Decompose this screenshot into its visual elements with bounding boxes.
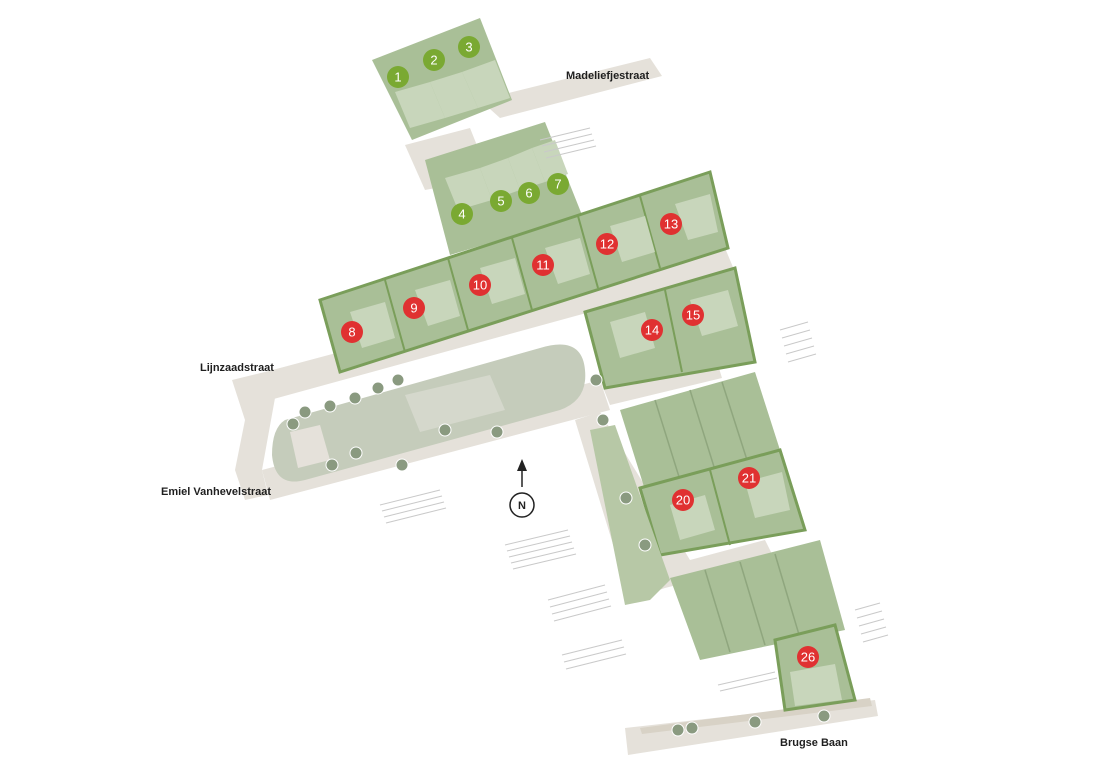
lot-badges: 1 2 3 4 5 6 7 8 9 10 11 12 13 14 15 xyxy=(341,36,819,668)
house-lot-4 xyxy=(445,168,492,210)
lot-11-badge[interactable]: 11 xyxy=(532,254,554,276)
tree-icon xyxy=(748,715,762,729)
lot-21-badge[interactable]: 21 xyxy=(738,467,760,489)
park-parking xyxy=(290,425,330,468)
lot-14-badge[interactable]: 14 xyxy=(641,319,663,341)
tree-icon xyxy=(589,373,603,387)
hatch-se xyxy=(854,602,889,643)
neighbour-buildings xyxy=(379,127,889,692)
lot-20-badge[interactable]: 20 xyxy=(672,489,694,511)
svg-text:14: 14 xyxy=(645,323,659,338)
hatch-s2 xyxy=(561,639,627,670)
road-madeliefjestraat xyxy=(480,58,662,118)
house-lot-7 xyxy=(532,140,568,182)
compass-circle xyxy=(509,492,535,518)
road-lijnzaadstraat xyxy=(232,372,275,500)
house-lot-2 xyxy=(430,72,478,118)
tree-icon xyxy=(671,723,685,737)
house-lot-26 xyxy=(790,664,842,706)
street-label-madeliefjestraat: Madeliefjestraat xyxy=(566,70,650,82)
hatch-e xyxy=(779,321,817,363)
tree-icon xyxy=(325,458,339,472)
compass-label: N xyxy=(518,500,526,512)
lot-10-badge[interactable]: 10 xyxy=(469,274,491,296)
lot-6-badge[interactable]: 6 xyxy=(518,182,540,204)
lot-7-badge[interactable]: 7 xyxy=(547,173,569,195)
hatch-bottom xyxy=(717,671,778,692)
lot-26-badge[interactable]: 26 xyxy=(797,646,819,668)
road-main xyxy=(265,248,735,400)
tree-icon xyxy=(817,709,831,723)
lot-12-badge[interactable]: 12 xyxy=(596,233,618,255)
park-plaza xyxy=(405,375,505,432)
lot-4-badge[interactable]: 4 xyxy=(451,203,473,225)
tree-icon xyxy=(619,491,633,505)
tree-icon xyxy=(685,721,699,735)
north-arrow-icon xyxy=(517,459,527,471)
tree-icon xyxy=(298,405,312,419)
lot-9-badge[interactable]: 9 xyxy=(403,297,425,319)
svg-text:2: 2 xyxy=(430,53,437,68)
tree-icon xyxy=(349,446,363,460)
trees xyxy=(286,373,831,737)
house-lot-10 xyxy=(480,258,525,304)
tree-icon xyxy=(323,399,337,413)
lot-2-badge[interactable]: 2 xyxy=(423,49,445,71)
hatch-sw1 xyxy=(379,489,447,524)
svg-text:4: 4 xyxy=(458,207,465,222)
house-lot-12 xyxy=(610,216,655,262)
tree-icon xyxy=(596,413,610,427)
tree-icon xyxy=(348,391,362,405)
tree-icon xyxy=(490,425,504,439)
house-lot-13 xyxy=(675,194,718,240)
house-lot-6 xyxy=(508,148,545,190)
hatch-sw2 xyxy=(504,529,577,570)
tree-icon xyxy=(438,423,452,437)
lot-13-badge[interactable]: 13 xyxy=(660,213,682,235)
svg-text:8: 8 xyxy=(348,325,355,340)
hatch-ne xyxy=(539,127,597,159)
lot-5-badge[interactable]: 5 xyxy=(490,190,512,212)
tree-icon xyxy=(638,538,652,552)
street-label-lijnzaadstraat: Lijnzaadstraat xyxy=(200,362,274,374)
house-lot-5 xyxy=(480,158,520,200)
lot-15-badge[interactable]: 15 xyxy=(682,304,704,326)
house-lot-9 xyxy=(415,280,460,326)
lot-3-badge[interactable]: 3 xyxy=(458,36,480,58)
block-strip-west xyxy=(590,425,670,605)
lot-8-badge[interactable]: 8 xyxy=(341,321,363,343)
north-compass: N xyxy=(509,459,535,518)
tree-icon xyxy=(395,458,409,472)
svg-text:1: 1 xyxy=(394,70,401,85)
house-lot-11 xyxy=(545,238,590,284)
svg-text:10: 10 xyxy=(473,278,487,293)
svg-text:9: 9 xyxy=(410,301,417,316)
svg-text:6: 6 xyxy=(525,186,532,201)
hatch-s1 xyxy=(547,584,612,622)
tree-icon xyxy=(286,417,300,431)
house-lot-1 xyxy=(395,82,445,128)
tree-icon xyxy=(371,381,385,395)
svg-text:26: 26 xyxy=(801,650,815,665)
svg-text:5: 5 xyxy=(497,194,504,209)
svg-text:15: 15 xyxy=(686,308,700,323)
house-lot-15 xyxy=(690,290,738,336)
svg-text:11: 11 xyxy=(536,258,550,273)
house-lot-3 xyxy=(462,60,510,108)
svg-text:12: 12 xyxy=(600,237,614,252)
svg-text:21: 21 xyxy=(742,471,756,486)
svg-text:20: 20 xyxy=(676,493,690,508)
svg-text:13: 13 xyxy=(664,217,678,232)
street-label-emiel-vanhevelstraat: Emiel Vanhevelstraat xyxy=(161,486,272,498)
lot-1-badge[interactable]: 1 xyxy=(387,66,409,88)
svg-text:3: 3 xyxy=(465,40,472,55)
street-label-brugse-baan: Brugse Baan xyxy=(780,737,848,749)
block-south xyxy=(670,540,845,660)
road-brugse-baan xyxy=(625,700,878,755)
tree-icon xyxy=(391,373,405,387)
svg-text:7: 7 xyxy=(554,177,561,192)
central-park xyxy=(272,344,586,482)
